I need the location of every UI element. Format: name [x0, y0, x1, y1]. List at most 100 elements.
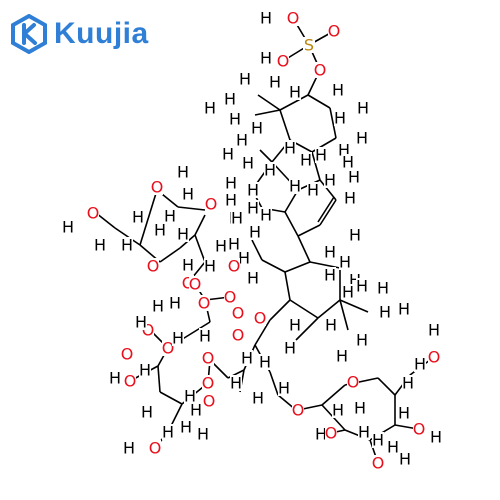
atom-label-h: H [94, 236, 106, 255]
atom-label-h: H [284, 139, 296, 158]
atom-label-h: H [356, 277, 368, 296]
bond-line [321, 384, 346, 406]
atom-label-background [204, 100, 216, 116]
atom-label-h: H [357, 99, 369, 118]
atom-label-h: H [135, 313, 147, 332]
atom-label-h: H [398, 300, 410, 319]
bond-line [297, 224, 321, 237]
atom-label-background [162, 340, 174, 356]
bond-line [377, 377, 396, 396]
atom-label-background [123, 440, 135, 456]
atom-label-background [190, 402, 202, 418]
atom-label-h: H [430, 428, 442, 447]
atom-label-h: H [398, 404, 410, 423]
atom-label-background [413, 421, 425, 437]
bond-line [297, 235, 311, 263]
atom-label-background [339, 254, 351, 270]
atom-label-background [342, 284, 354, 300]
atom-label-h: H [387, 438, 399, 457]
bond-line [139, 189, 158, 246]
brand-logo[interactable]: Kuujia [10, 12, 149, 56]
atom-label-background [182, 186, 194, 202]
atom-label-h: H [289, 177, 301, 196]
atom-label-h: H [164, 207, 176, 226]
atom-label-o: O [202, 349, 215, 368]
atom-label-h: H [180, 418, 192, 437]
bond-line [339, 299, 369, 313]
bond-line [157, 365, 161, 393]
atom-label-h: H [197, 425, 209, 444]
atom-label-h: H [284, 339, 296, 358]
atom-label-h: H [264, 161, 276, 180]
atom-label-background [269, 74, 281, 90]
atom-label-background [387, 439, 399, 455]
atom-label-h: H [162, 423, 174, 442]
atom-label-o: O [151, 178, 164, 197]
bond-line [295, 317, 319, 341]
atom-label-h: H [222, 145, 234, 164]
atom-label-background [94, 237, 106, 253]
atom-label-background [121, 237, 133, 253]
atom-label-h: H [315, 425, 327, 444]
bond-line [194, 234, 206, 263]
atom-label-background [172, 330, 184, 346]
atom-label-h: H [349, 226, 361, 245]
bond-line [307, 94, 331, 109]
atom-label-background [231, 210, 243, 226]
atom-label-background [252, 390, 264, 406]
atom-label-h: H [348, 168, 360, 187]
atom-label-h: H [356, 129, 368, 148]
atom-label-h: H [269, 73, 281, 92]
atom-label-h: H [152, 297, 164, 316]
atom-label-h: H [372, 431, 384, 450]
atom-label-h: H [324, 243, 336, 262]
atom-label-background [241, 350, 253, 366]
atom-label-background [303, 37, 315, 53]
atom-label-background [292, 402, 304, 418]
atom-label-o: O [121, 345, 134, 364]
atom-label-h: H [169, 294, 181, 313]
atom-label-background [332, 82, 344, 98]
atom-label-h: H [334, 109, 346, 128]
atom-label-h: H [300, 151, 312, 170]
atom-label-background [242, 155, 254, 171]
atom-label-background [222, 146, 234, 162]
atom-label-h: H [199, 327, 211, 346]
atom-label-background [229, 111, 241, 127]
atom-label-background [151, 179, 163, 195]
atom-label-background [277, 53, 289, 69]
atom-label-h: H [414, 355, 426, 374]
atom-label-o: O [162, 339, 175, 358]
atom-label-background [249, 224, 261, 240]
atom-label-h: H [336, 347, 348, 366]
atom-label-background [344, 190, 356, 206]
bond-line [289, 299, 319, 319]
atom-label-background [314, 62, 326, 78]
atom-label-background [324, 244, 336, 260]
atom-label-h: H [62, 218, 74, 237]
bond-line [317, 196, 335, 223]
atom-label-background [236, 132, 248, 148]
atom-label-h: H [315, 146, 327, 165]
atom-label-background [284, 340, 296, 356]
atom-label-h: H [260, 206, 272, 225]
atom-label-background [87, 205, 99, 221]
atom-label-background [287, 10, 299, 26]
atom-label-background [238, 250, 250, 266]
atom-label-h: H [121, 236, 133, 255]
atom-label-h: H [236, 131, 248, 150]
atom-label-background [149, 440, 161, 456]
atom-label-h: H [239, 70, 251, 89]
atom-label-background [202, 375, 214, 391]
atom-label-background [372, 432, 384, 448]
atom-label-background [230, 375, 242, 391]
atom-label-background [379, 304, 391, 320]
atom-label-h: H [154, 221, 166, 240]
bond-line [251, 239, 263, 261]
atom-label-h: H [182, 185, 194, 204]
bond-line [284, 211, 299, 237]
atom-label-h: H [356, 331, 368, 350]
atom-label-background [232, 327, 244, 343]
atom-label-o: O [347, 373, 360, 392]
atom-label-background [325, 317, 337, 333]
